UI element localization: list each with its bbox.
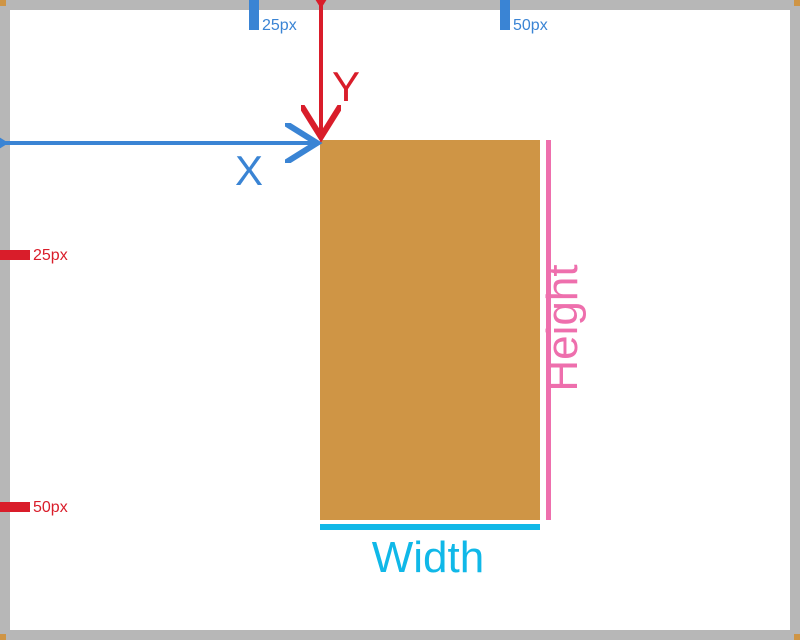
height-line: [546, 140, 551, 520]
positioned-box: [320, 140, 540, 520]
left-tick-label-25px: 25px: [33, 247, 68, 264]
corner-dot-bottom-left: [0, 634, 6, 640]
x-label: X: [235, 147, 263, 194]
top-tick-label-50px: 50px: [513, 17, 548, 34]
frame-top: [0, 0, 800, 10]
corner-dot-bottom-right: [794, 634, 800, 640]
top-tick-25px: [249, 0, 259, 30]
corner-dot-top-right: [794, 0, 800, 6]
corner-dot-top-left: [0, 0, 6, 6]
left-tick-25px: [0, 250, 30, 260]
top-tick-label-25px: 25px: [262, 17, 297, 34]
top-tick-50px: [500, 0, 510, 30]
width-label: Width: [372, 533, 484, 582]
left-tick-50px: [0, 502, 30, 512]
y-label: Y: [332, 63, 360, 110]
height-label: Height: [538, 264, 587, 391]
frame-left: [0, 0, 10, 640]
frame-right: [790, 0, 800, 640]
frame-bottom: [0, 630, 800, 640]
left-tick-label-50px: 50px: [33, 499, 68, 516]
width-line: [320, 524, 540, 530]
